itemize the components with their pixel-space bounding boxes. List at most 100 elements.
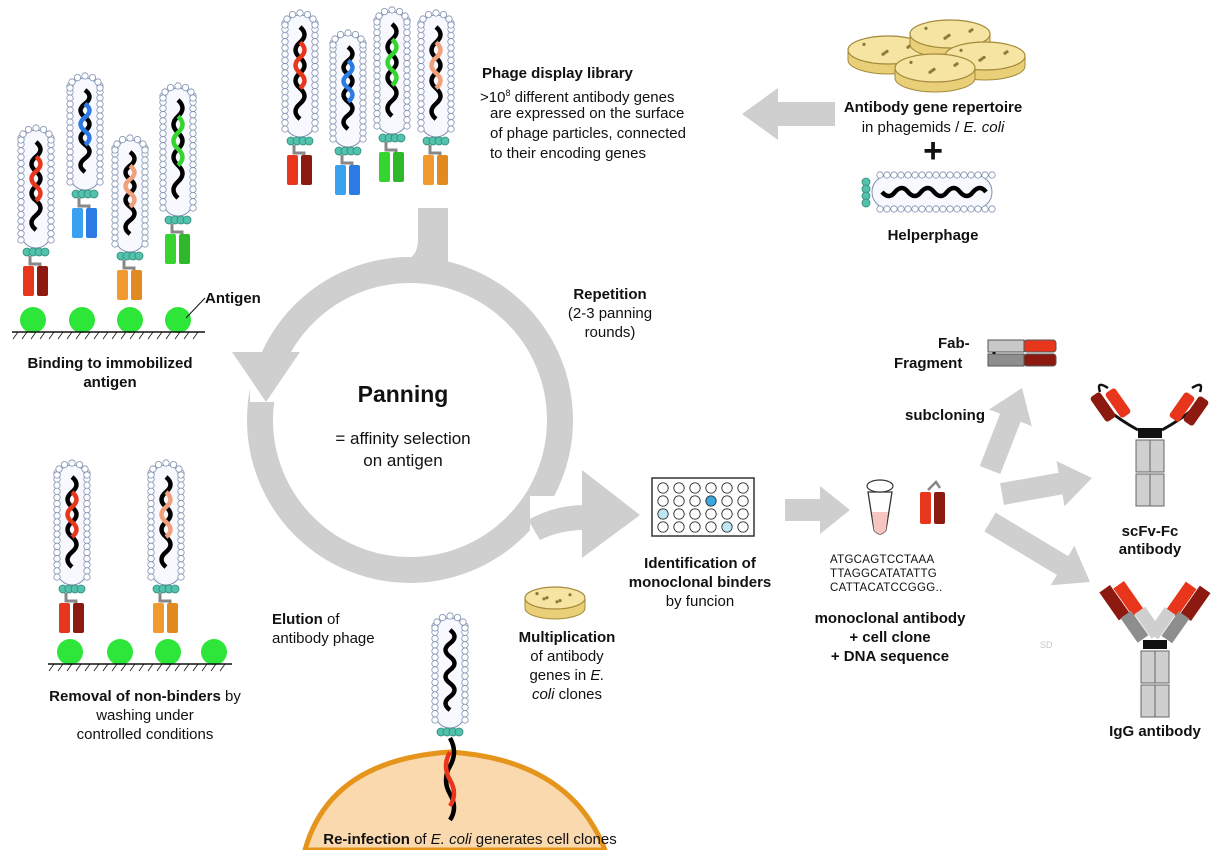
capsid-bead (939, 171, 947, 179)
capsid-bead (83, 524, 91, 532)
capsid-bead (17, 210, 25, 219)
capsid-bead (918, 205, 926, 213)
surface-hatch (66, 331, 73, 340)
antigen-bead (20, 307, 46, 333)
capsid-bead (126, 134, 134, 142)
pIII-bead (134, 251, 144, 261)
capsid-bead (177, 524, 185, 532)
capsid-bead (431, 672, 439, 680)
panning-title: Panning (357, 381, 449, 407)
capsid-bead (373, 66, 381, 74)
helper-dna (880, 185, 988, 199)
capsid-bead (311, 106, 319, 114)
capsid-bead (96, 106, 104, 114)
capsid-bead (373, 103, 381, 111)
capsid-bead (431, 659, 439, 668)
capsid-bead (281, 63, 289, 71)
capsid-bead (417, 63, 425, 71)
capsid-bead (403, 78, 411, 86)
capsid-bead (281, 38, 289, 46)
capsid-bead (281, 50, 289, 58)
capsid-bead (967, 205, 975, 213)
capsid-bead (403, 103, 411, 111)
capsid-bead (359, 75, 367, 83)
capsid-bead (329, 51, 337, 59)
capsid-bead (96, 84, 104, 92)
capsid-bead (83, 561, 91, 569)
capsid-bead (147, 481, 155, 489)
scfv-line2: antibody (1118, 541, 1182, 558)
capsid-bead (447, 81, 455, 89)
antibody-gene (385, 37, 399, 88)
dish-multiplication-top (524, 586, 586, 610)
capsid-bead (159, 123, 167, 131)
capsid-bead (461, 678, 469, 687)
capsid-bead (303, 11, 312, 19)
fab-chain-light (23, 266, 34, 296)
capsid-bead (83, 493, 91, 502)
multiplication-line1: of antibody (530, 648, 604, 665)
capsid-bead (431, 634, 439, 643)
capsid-bead (417, 56, 425, 65)
capsid-bead (281, 87, 289, 96)
capsid-bead (960, 171, 968, 179)
fc-domain (1135, 473, 1151, 507)
capsid-bead (373, 116, 381, 124)
capsid-bead (53, 530, 61, 538)
capsid-bead (96, 178, 104, 186)
capsid-bead (189, 185, 197, 193)
capsid-bead (395, 8, 404, 16)
capsid-bead (81, 72, 89, 80)
reinfection-bold: Re-infection (323, 831, 410, 848)
capsid-bead (139, 140, 147, 148)
antigen-label: Antigen (205, 290, 261, 307)
plate-well (737, 521, 749, 533)
capsid-bead (47, 198, 55, 206)
capsid-bead (189, 204, 197, 212)
antigen-bead (117, 307, 143, 333)
dish-multiplication-colony (542, 597, 546, 601)
antigen-bead (201, 639, 227, 665)
capsid-bead (177, 542, 185, 551)
capsid-bead (281, 94, 289, 102)
capsid-bead (53, 487, 61, 495)
capsid-bead (47, 172, 55, 180)
capsid-bead (83, 530, 91, 538)
capsid-bead (447, 69, 455, 77)
capsid-bead (417, 50, 425, 58)
capsid-bead (111, 186, 119, 194)
cycle-ring (247, 257, 573, 583)
capsid-bead (461, 703, 469, 712)
elution-rest: of (322, 611, 340, 628)
capsid-bead (53, 536, 61, 544)
capsid-bead (883, 205, 891, 213)
capsid-bead (17, 179, 25, 187)
tube-cap (866, 479, 894, 493)
fab-const-light (987, 339, 1025, 353)
capsid-bead (373, 91, 381, 99)
capsid-bead (96, 94, 104, 102)
capsid-bead (159, 104, 167, 113)
dish-multiplication-colony (558, 599, 562, 603)
capsid-bead (311, 119, 319, 127)
capsid-bead (431, 703, 439, 712)
surface-hatch (75, 663, 82, 672)
capsid-bead (311, 94, 319, 102)
library-phage-green (373, 6, 411, 182)
capsid-bead (357, 35, 365, 43)
capsid-bead (311, 21, 319, 29)
capsid-bead (17, 153, 25, 161)
capsid-bead (96, 166, 104, 174)
dish-4-colony (953, 63, 957, 67)
surface-hatch (219, 663, 226, 672)
tube-liquid (872, 512, 888, 534)
capsid-bead (329, 117, 337, 125)
capsid-bead (311, 56, 319, 65)
capsid-bead (47, 223, 55, 231)
fab-chain-heavy (73, 603, 84, 633)
capsid-bead (45, 130, 53, 138)
capsid-bead (329, 87, 337, 95)
capsid-bead (88, 74, 97, 82)
capsid-bead (53, 493, 61, 502)
